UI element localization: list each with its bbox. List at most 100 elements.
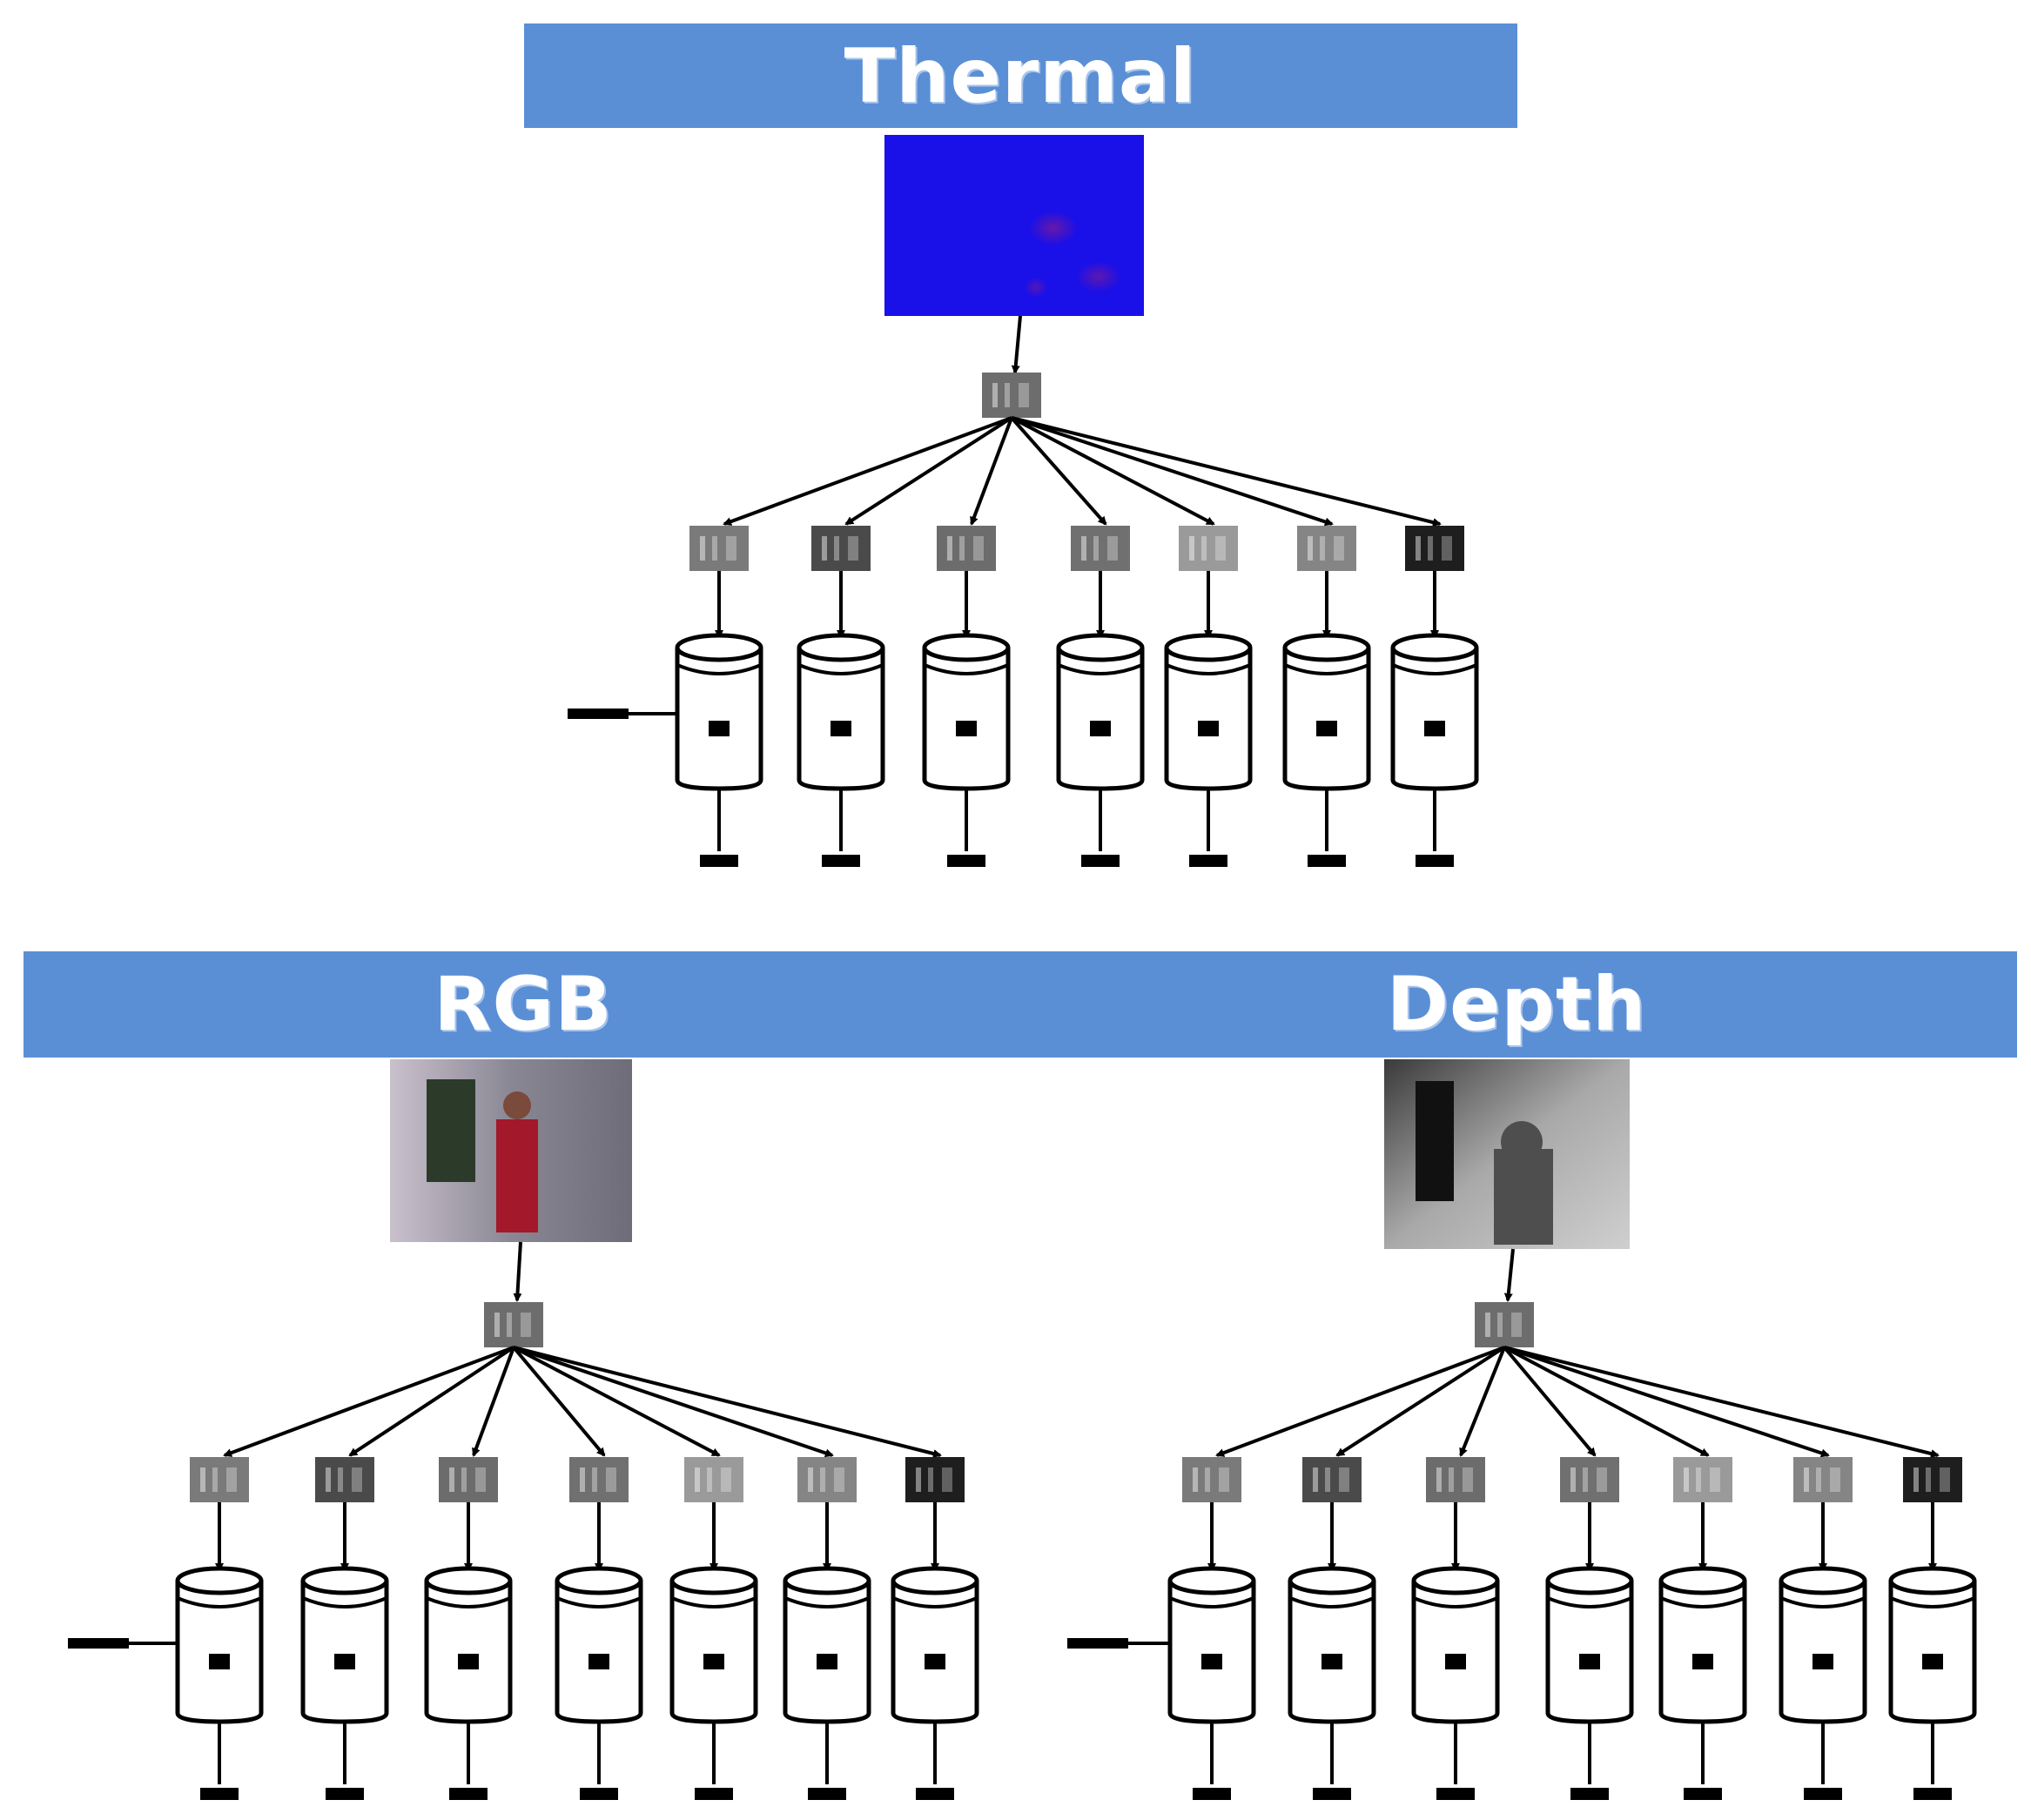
depth-cylinder-3-band (1413, 1596, 1498, 1608)
thermal-cylinder-1-band (676, 663, 762, 675)
depth-child-node-6-glyph (1830, 1467, 1840, 1492)
rgb-cylinder-3-band (426, 1596, 511, 1608)
rgb-leaf-mark-4 (580, 1788, 618, 1800)
thermal-cylinder-3-band (924, 663, 1009, 675)
thermal-child-node-1 (689, 526, 749, 571)
depth-title: Depth (1386, 961, 1647, 1048)
depth-leaf-mark-1 (1193, 1788, 1231, 1800)
depth-fan-arrow-4 (1503, 1346, 1597, 1457)
depth-child-node-5 (1673, 1457, 1732, 1502)
rgb-child-node-2-glyph (338, 1467, 343, 1492)
depth-child-node-2-glyph (1339, 1467, 1349, 1492)
thermal-cylinder-2-label-mark (831, 721, 851, 736)
rgb-child-node-5 (684, 1457, 743, 1502)
depth-cylinder-7-band (1890, 1596, 1975, 1608)
thermal-cylinder-7 (1390, 648, 1479, 791)
depth-child-node-6-glyph (1804, 1467, 1809, 1492)
depth-cylinder-3-label-mark (1445, 1654, 1466, 1669)
thermal-child-node-3 (937, 526, 996, 571)
depth-cylinder-7-top (1888, 1566, 1977, 1595)
rgb-cylinder-3-label-mark (458, 1654, 479, 1669)
thermal-child-node-6 (1297, 526, 1356, 571)
thermal-fan-arrow-1 (723, 416, 1012, 526)
rgb-child-node-4-glyph (606, 1467, 616, 1492)
depth-child-node-4-glyph (1570, 1467, 1576, 1492)
rgb-image-door (427, 1079, 475, 1182)
depth-cylinder-1-top (1167, 1566, 1256, 1595)
rgb-child-node-5-glyph (721, 1467, 731, 1492)
rgb-child-node-3-glyph (475, 1467, 486, 1492)
rgb-child-node-2-glyph (352, 1467, 362, 1492)
depth-leaf-mark-7 (1913, 1788, 1952, 1800)
depth-cylinder-4-label-mark (1579, 1654, 1600, 1669)
rgb-cylinder-4 (555, 1581, 643, 1724)
thermal-cylinder-4-top (1056, 633, 1145, 662)
depth-child-node-2-glyph (1325, 1467, 1330, 1492)
thermal-child-node-4-glyph (1093, 536, 1099, 561)
rgb-cylinder-6-band (784, 1596, 870, 1608)
thermal-cylinder-1 (675, 648, 763, 791)
rgb-leaf-mark-5 (695, 1788, 733, 1800)
depth-leaf-mark-6 (1804, 1788, 1842, 1800)
rgb-image-person-head (503, 1091, 531, 1119)
depth-fan-arrow-7 (1503, 1346, 1940, 1458)
thermal-cylinder-2 (797, 648, 885, 791)
rgb-cylinder-3-top (424, 1566, 513, 1595)
thermal-cylinder-5-label-mark (1198, 721, 1219, 736)
depth-child-node-1-glyph (1205, 1467, 1210, 1492)
depth-image-person (1494, 1149, 1553, 1245)
thermal-image-hotspot (1076, 261, 1121, 292)
thermal-image-arrow (1011, 315, 1022, 374)
rgb-cylinder-5-top (669, 1566, 758, 1595)
rgb-cylinder-6-label-mark (817, 1654, 837, 1669)
rgb-child-node-6-glyph (820, 1467, 825, 1492)
rgb-image-person (496, 1119, 538, 1232)
depth-image-door (1416, 1081, 1454, 1201)
rgb-cylinder-1 (175, 1581, 264, 1724)
thermal-leaf-mark-3 (947, 855, 985, 867)
thermal-child-node-7-glyph (1428, 536, 1433, 561)
depth-fan-arrow-1 (1215, 1346, 1505, 1457)
thermal-cylinder-1-top (675, 633, 763, 662)
rgb-cylinder-2-top (300, 1566, 389, 1595)
rgb-child-node-7-glyph (942, 1467, 952, 1492)
rgb-child-node-6-glyph (834, 1467, 844, 1492)
thermal-cylinder-1-label-mark (709, 721, 730, 736)
depth-cylinder-6-top (1779, 1566, 1867, 1595)
thermal-cylinder-7-band (1392, 663, 1477, 675)
depth-child-node-4-glyph (1583, 1467, 1588, 1492)
rgb-cylinder-1-label-mark (209, 1654, 230, 1669)
depth-cylinder-5-top (1658, 1566, 1747, 1595)
depth-cylinder-4-top (1545, 1566, 1634, 1595)
thermal-cylinder-2-top (797, 633, 885, 662)
rgb-cylinder-4-top (555, 1566, 643, 1595)
thermal-child-node-5-glyph (1215, 536, 1226, 561)
rgb-child-node-7-glyph (928, 1467, 933, 1492)
thermal-child-node-3-glyph (959, 536, 965, 561)
depth-cylinder-3 (1411, 1581, 1500, 1724)
rgb-child-node-3-glyph (461, 1467, 467, 1492)
rgb-child-node-6-glyph (808, 1467, 813, 1492)
depth-cylinder-3-top (1411, 1566, 1500, 1595)
rgb-leaf-mark-1 (200, 1788, 239, 1800)
rgb-cylinder-1-band (177, 1596, 262, 1608)
rgb-child-node-6 (797, 1457, 857, 1502)
rgb-fan-arrow-2 (348, 1346, 515, 1457)
thermal-child-node-1-glyph (700, 536, 705, 561)
rgb-child-node-4-glyph (580, 1467, 585, 1492)
depth-fan-arrow-2 (1335, 1346, 1506, 1457)
thermal-leaf-mark-6 (1308, 855, 1346, 867)
depth-child-node-2-glyph (1313, 1467, 1318, 1492)
depth-cylinder-1 (1167, 1581, 1256, 1724)
thermal-banner: Thermal (524, 24, 1517, 128)
thermal-root-node-glyph (1005, 383, 1010, 407)
depth-cylinder-7-label-mark (1922, 1654, 1943, 1669)
depth-cylinder-1-band (1169, 1596, 1254, 1608)
rgb-fan-arrow-1 (223, 1346, 514, 1457)
depth-root-node-glyph (1497, 1313, 1503, 1337)
rgb-fan-arrow-5 (513, 1346, 721, 1457)
depth-child-node-4-glyph (1597, 1467, 1607, 1492)
rgb-child-node-3-glyph (449, 1467, 454, 1492)
thermal-cylinder-4-label-mark (1090, 721, 1111, 736)
